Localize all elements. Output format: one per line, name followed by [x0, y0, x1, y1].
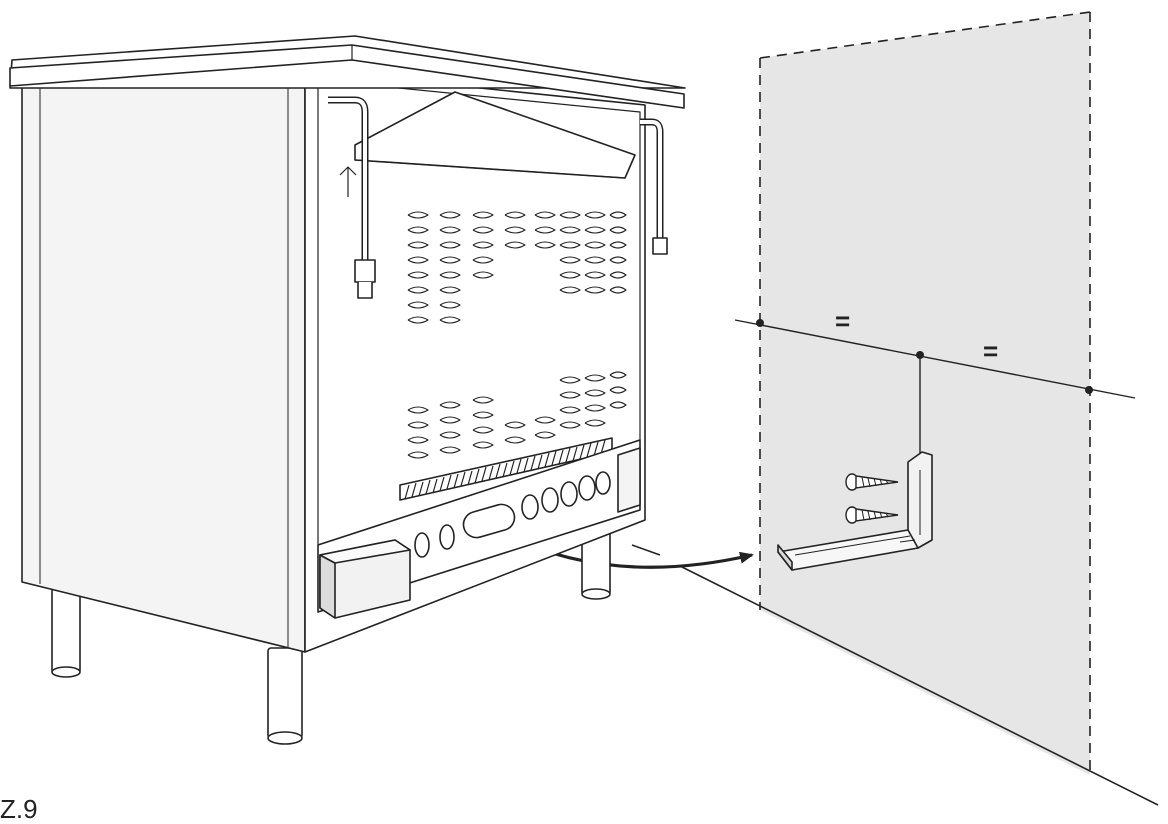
mark-point-center: [916, 351, 924, 359]
vent-hood: [354, 91, 636, 179]
mounting-slot: [462, 503, 516, 539]
leg-front-right: [267, 647, 303, 739]
floor-line: [631, 544, 1159, 806]
figure-label: Z.9: [0, 794, 38, 824]
junction-box: [319, 539, 411, 619]
gas-pipe-left: [328, 96, 376, 299]
mark-point-right: [1085, 386, 1093, 394]
screw-lower: [845, 506, 899, 524]
equal-mark-left: =: [835, 306, 850, 336]
mark-point-left: [756, 319, 764, 327]
side-panel: [21, 69, 306, 653]
wall-panel: [759, 11, 1091, 775]
gas-pipe-right: [640, 118, 668, 255]
equal-mark-right: =: [983, 336, 998, 366]
measurement-guides: = =: [734, 306, 1136, 455]
vent-louvers: [407, 211, 627, 459]
anti-tip-bracket: [777, 451, 933, 571]
cooker-appliance: [9, 35, 686, 745]
leg-front-left: [51, 587, 81, 674]
screw-upper: [845, 473, 899, 491]
